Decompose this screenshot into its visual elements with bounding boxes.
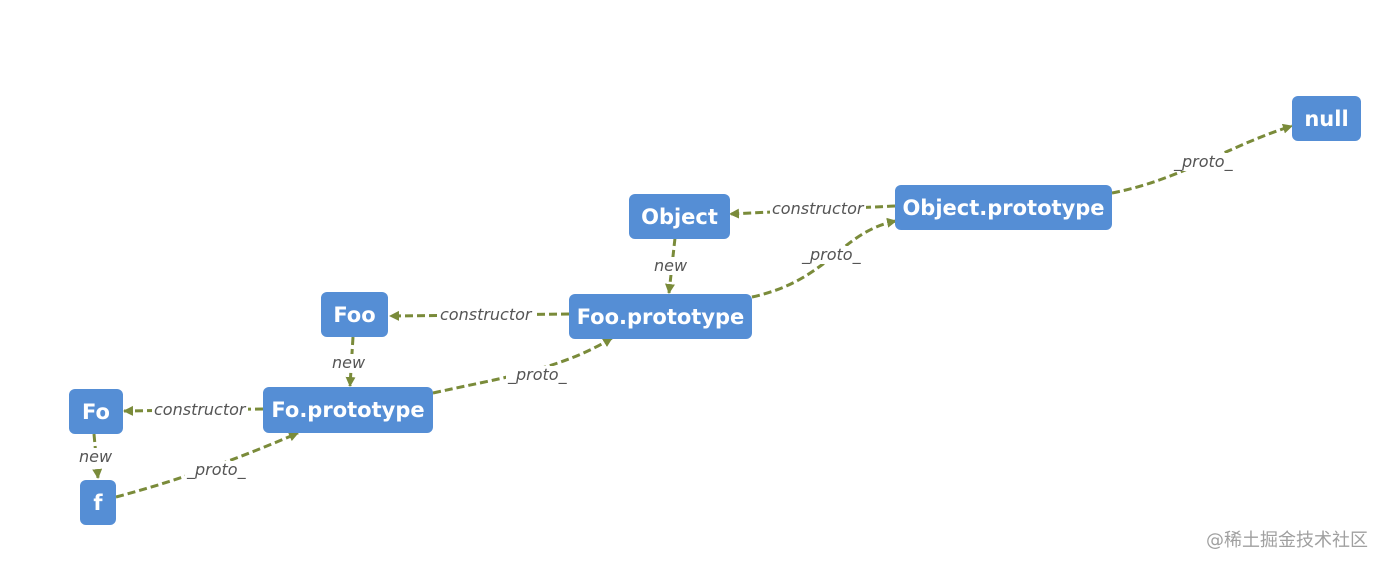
- node-object-prototype[interactable]: Object.prototype: [895, 185, 1112, 230]
- edge-label-fo-prototype-proto: _proto_: [506, 365, 569, 384]
- node-fo[interactable]: Fo: [69, 389, 123, 434]
- node-object[interactable]: Object: [629, 194, 730, 239]
- watermark-text: @稀土掘金技术社区: [1206, 530, 1368, 551]
- edge-label-f-proto: _proto_: [185, 460, 248, 479]
- edge-object-prototype-constructor-object: [729, 204, 896, 219]
- edge-label-object-new: new: [652, 256, 690, 275]
- node-null[interactable]: null: [1292, 96, 1361, 141]
- edge-label-fo-new: new: [77, 447, 115, 466]
- edge-label-object-prototype-constructor: constructor: [770, 199, 866, 218]
- edge-label-foo-prototype-proto: _proto_: [800, 245, 863, 264]
- node-foo-prototype[interactable]: Foo.prototype: [569, 294, 752, 339]
- edge-label-foo-prototype-constructor: constructor: [438, 305, 534, 324]
- edge-label-fo-prototype-constructor: constructor: [152, 400, 248, 419]
- node-f[interactable]: f: [80, 480, 116, 525]
- edge-fo-prototype-constructor-fo: [123, 405, 264, 416]
- edge-label-object-prototype-proto: _proto_: [1172, 152, 1235, 171]
- edge-label-foo-new: new: [330, 353, 368, 372]
- node-foo[interactable]: Foo: [321, 292, 388, 337]
- node-fo-prototype[interactable]: Fo.prototype: [263, 387, 433, 433]
- edge-fo-new-f: [92, 433, 103, 479]
